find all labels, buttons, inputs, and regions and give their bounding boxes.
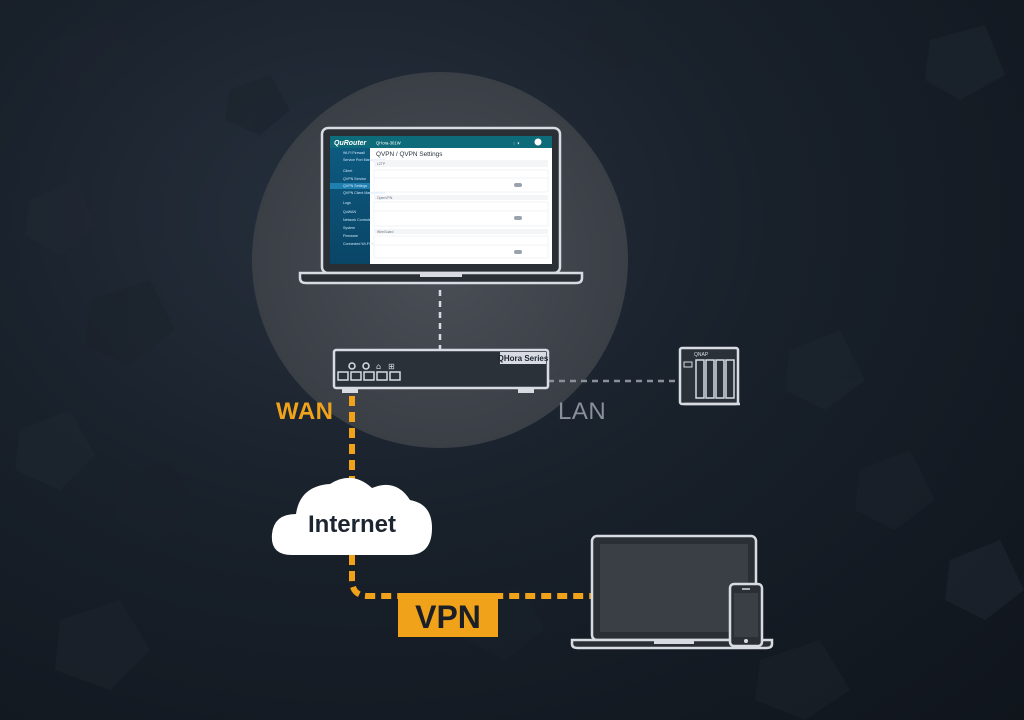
vpn-link [349, 555, 592, 599]
laptop-base [298, 271, 584, 285]
ui-sidebar-item-2[interactable]: Service Port Management [343, 158, 385, 162]
ui-toggle-2[interactable] [514, 216, 522, 220]
ui-sidebar-item-10[interactable]: System [343, 226, 355, 230]
qnap-nas: QNAP [678, 346, 740, 406]
router-port-3 [363, 371, 375, 381]
power-icon [348, 362, 356, 370]
vpn-label: VPN [415, 599, 481, 635]
remote-laptop-notch [654, 640, 694, 644]
ui-page-title: QVPN / QVPN Settings [376, 151, 442, 158]
internet-label: Internet [308, 511, 396, 538]
lan-label: LAN [558, 398, 606, 425]
laptop-notch [420, 273, 462, 277]
ui-row-3 [374, 229, 548, 234]
nas-bay-4 [725, 359, 735, 399]
ui-table-wireguard [373, 235, 549, 259]
ui-row-2 [374, 195, 548, 200]
network-icon: ⊞ [388, 362, 395, 371]
status-icon [362, 362, 370, 370]
qhora-router: QHora Series ⌂ ⊞ [332, 348, 550, 393]
nas-brand: QNAP [694, 352, 709, 358]
ui-toggle-1[interactable] [514, 183, 522, 187]
ui-sidebar-item-11[interactable]: Firmware [343, 234, 358, 238]
router-port-5 [389, 371, 401, 381]
vpn-badge [398, 593, 498, 637]
ui-table-l2tp [373, 169, 549, 193]
ui-model: QHora-301W [376, 141, 401, 146]
ui-sidebar-item-7[interactable]: Logs [343, 201, 351, 205]
router-foot-right [518, 388, 534, 393]
ui-section-l2tp: L2TP [377, 162, 386, 166]
ui-menu-icons: ⋮ ▾ [512, 141, 519, 146]
router-port-4 [376, 371, 388, 381]
router-port-2 [350, 371, 362, 381]
cloud-shape [271, 477, 432, 555]
ui-section-wireguard: WireGuard [377, 230, 394, 234]
nas-bay-3 [715, 359, 725, 399]
ui-sidebar-item-8[interactable]: QuWAN [343, 210, 356, 214]
ui-sidebar-item-4[interactable]: QVPN Service [343, 177, 366, 181]
ui-toggle-3[interactable] [514, 250, 522, 254]
router-series-label: QHora Series [498, 354, 549, 363]
ui-sidebar-item-1[interactable]: Wi-Fi Firewall [343, 151, 365, 155]
ui-user-icon[interactable] [534, 138, 542, 146]
ui-logo: QuRouter [334, 140, 368, 147]
ui-sidebar-item-3[interactable]: Client [343, 169, 352, 173]
admin-laptop: QuRouter QHora-301W ⋮ ▾ Wi-Fi Firewall S… [298, 126, 584, 285]
router-foot-left [342, 388, 358, 393]
ui-section-openvpn: OpenVPN [377, 196, 393, 200]
internet-cloud: Internet [271, 477, 432, 555]
ui-header [330, 136, 552, 148]
ui-sidebar-active [330, 183, 370, 189]
smartphone [728, 582, 764, 648]
phone-screen [734, 593, 758, 637]
nas-bay-1 [695, 359, 705, 399]
ui-row-1 [374, 160, 548, 167]
ui-sidebar-item-6[interactable]: QVPN Client Management [343, 191, 385, 195]
ui-table-openvpn [373, 201, 549, 227]
remote-laptop-screen [600, 544, 748, 632]
nas-bay-2 [705, 359, 715, 399]
remote-laptop [570, 534, 774, 650]
wifi-icon: ⌂ [376, 362, 381, 371]
ui-sidebar-item-9[interactable]: Network Controls [343, 218, 371, 222]
background-shapes [15, 10, 1024, 720]
phone-button [744, 639, 748, 643]
ui-sidebar-item-5[interactable]: QVPN Settings [343, 184, 367, 188]
ui-sidebar-item-12[interactable]: Connected Wi-Fi Devices [343, 242, 384, 246]
nas-display [683, 361, 693, 368]
wan-label: WAN [276, 398, 334, 425]
router-port-1 [337, 371, 349, 381]
ui-sidebar [330, 148, 370, 264]
router-tag-bg [500, 352, 546, 364]
nas-body [678, 346, 740, 406]
